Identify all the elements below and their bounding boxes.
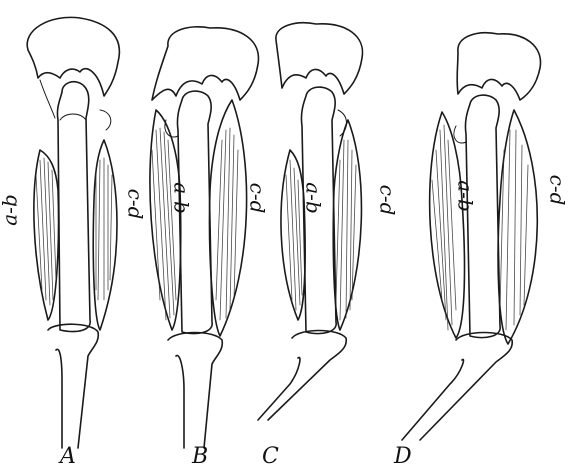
panel-a-label-cd: c-d — [125, 189, 145, 220]
panel-c-letter: C — [262, 446, 279, 468]
panel-c-label-ab: a-b — [304, 182, 324, 213]
panel-b-drawing — [150, 27, 259, 448]
panel-a-letter: A — [60, 446, 76, 468]
panel-d-label-ab: a-b — [456, 180, 476, 211]
panel-a-drawing — [27, 17, 119, 448]
panel-b-label-cd: c-d — [247, 183, 267, 214]
panel-a-label-ab: a-b — [0, 194, 20, 225]
panel-c-label-cd: c-d — [377, 185, 397, 216]
panel-d-letter: D — [394, 446, 412, 468]
panel-b-label-ab: a-b — [172, 182, 192, 213]
panel-c-drawing — [258, 23, 363, 420]
panel-d-label-cd: c-d — [547, 175, 567, 206]
panel-d-drawing — [402, 33, 541, 440]
panel-b-letter: B — [192, 446, 208, 468]
